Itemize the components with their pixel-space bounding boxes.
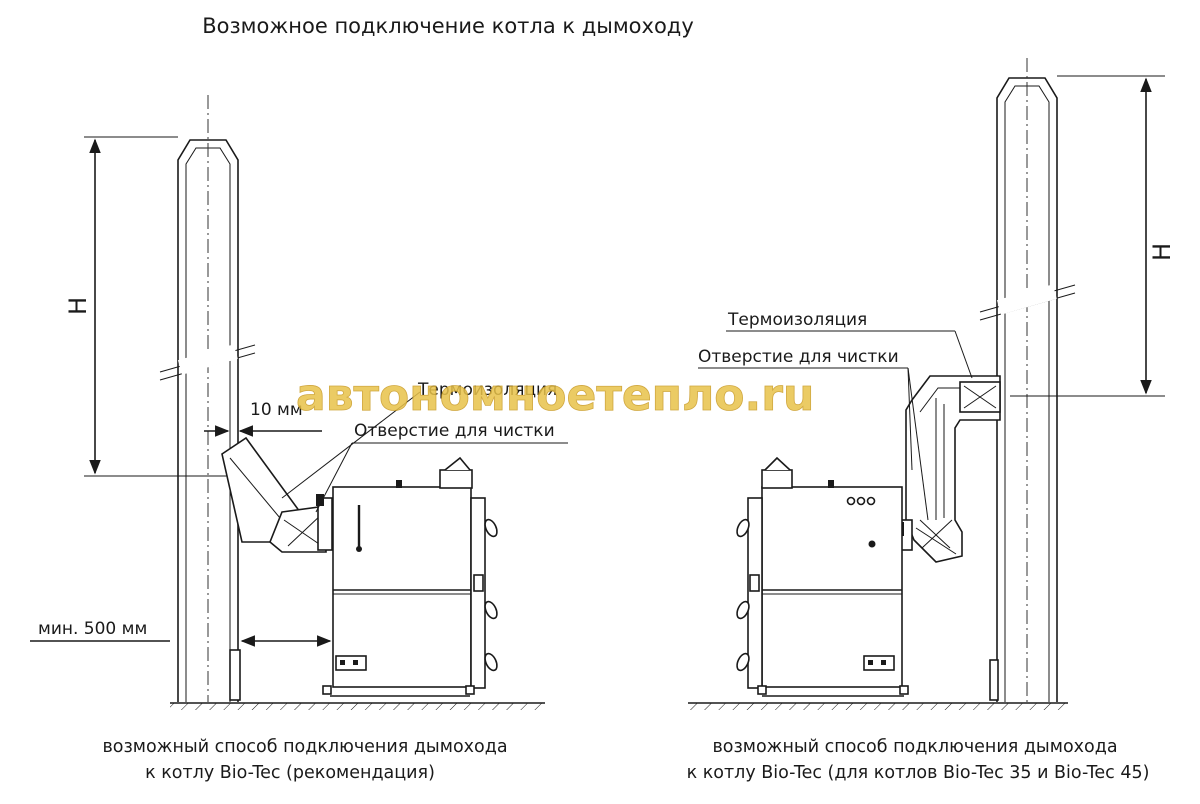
right-height-label: Н [1148, 243, 1176, 261]
left-min-distance-label: мин. 500 мм [38, 619, 147, 639]
left-cleaning-label: Отверстие для чистки [354, 421, 555, 441]
right-insulation-label: Термоизоляция [727, 310, 867, 330]
left-assembly: Н 10 мм [30, 95, 568, 783]
left-boiler [322, 456, 498, 697]
left-cleaning-leader [315, 442, 353, 513]
right-flue-pipe [896, 375, 1001, 563]
left-height-dimension: Н [64, 136, 230, 477]
left-gap-label: 10 мм [250, 400, 303, 420]
left-caption-line2: к котлу Bio-Tec (рекомендация) [145, 763, 435, 783]
right-cleaning-label: Отверстие для чистки [698, 347, 899, 367]
right-floor-hatch [688, 703, 1068, 710]
right-caption-line1: возможный способ подключения дымохода [712, 737, 1117, 757]
left-door-handles [484, 518, 498, 672]
watermark: автономноетепло.ru [296, 370, 814, 421]
left-caption-line1: возможный способ подключения дымохода [102, 737, 507, 757]
left-insulation-label: Термоизоляция [417, 380, 557, 400]
right-door-handles [736, 518, 750, 672]
right-chimney [979, 58, 1076, 702]
right-assembly: Н [687, 58, 1176, 783]
left-min-distance: мин. 500 мм [30, 619, 332, 647]
right-boiler [736, 456, 909, 697]
right-height-dimension: Н [1010, 75, 1176, 397]
left-floor-hatch [170, 703, 545, 710]
left-flue-pipe [221, 436, 333, 553]
diagram-title: Возможное подключение котла к дымоходу [202, 14, 694, 38]
left-gap-dimension: 10 мм [204, 400, 322, 437]
left-height-label: Н [64, 297, 92, 315]
right-caption-line2: к котлу Bio-Tec (для котлов Bio-Tec 35 и… [687, 763, 1150, 783]
left-chimney [159, 95, 256, 702]
